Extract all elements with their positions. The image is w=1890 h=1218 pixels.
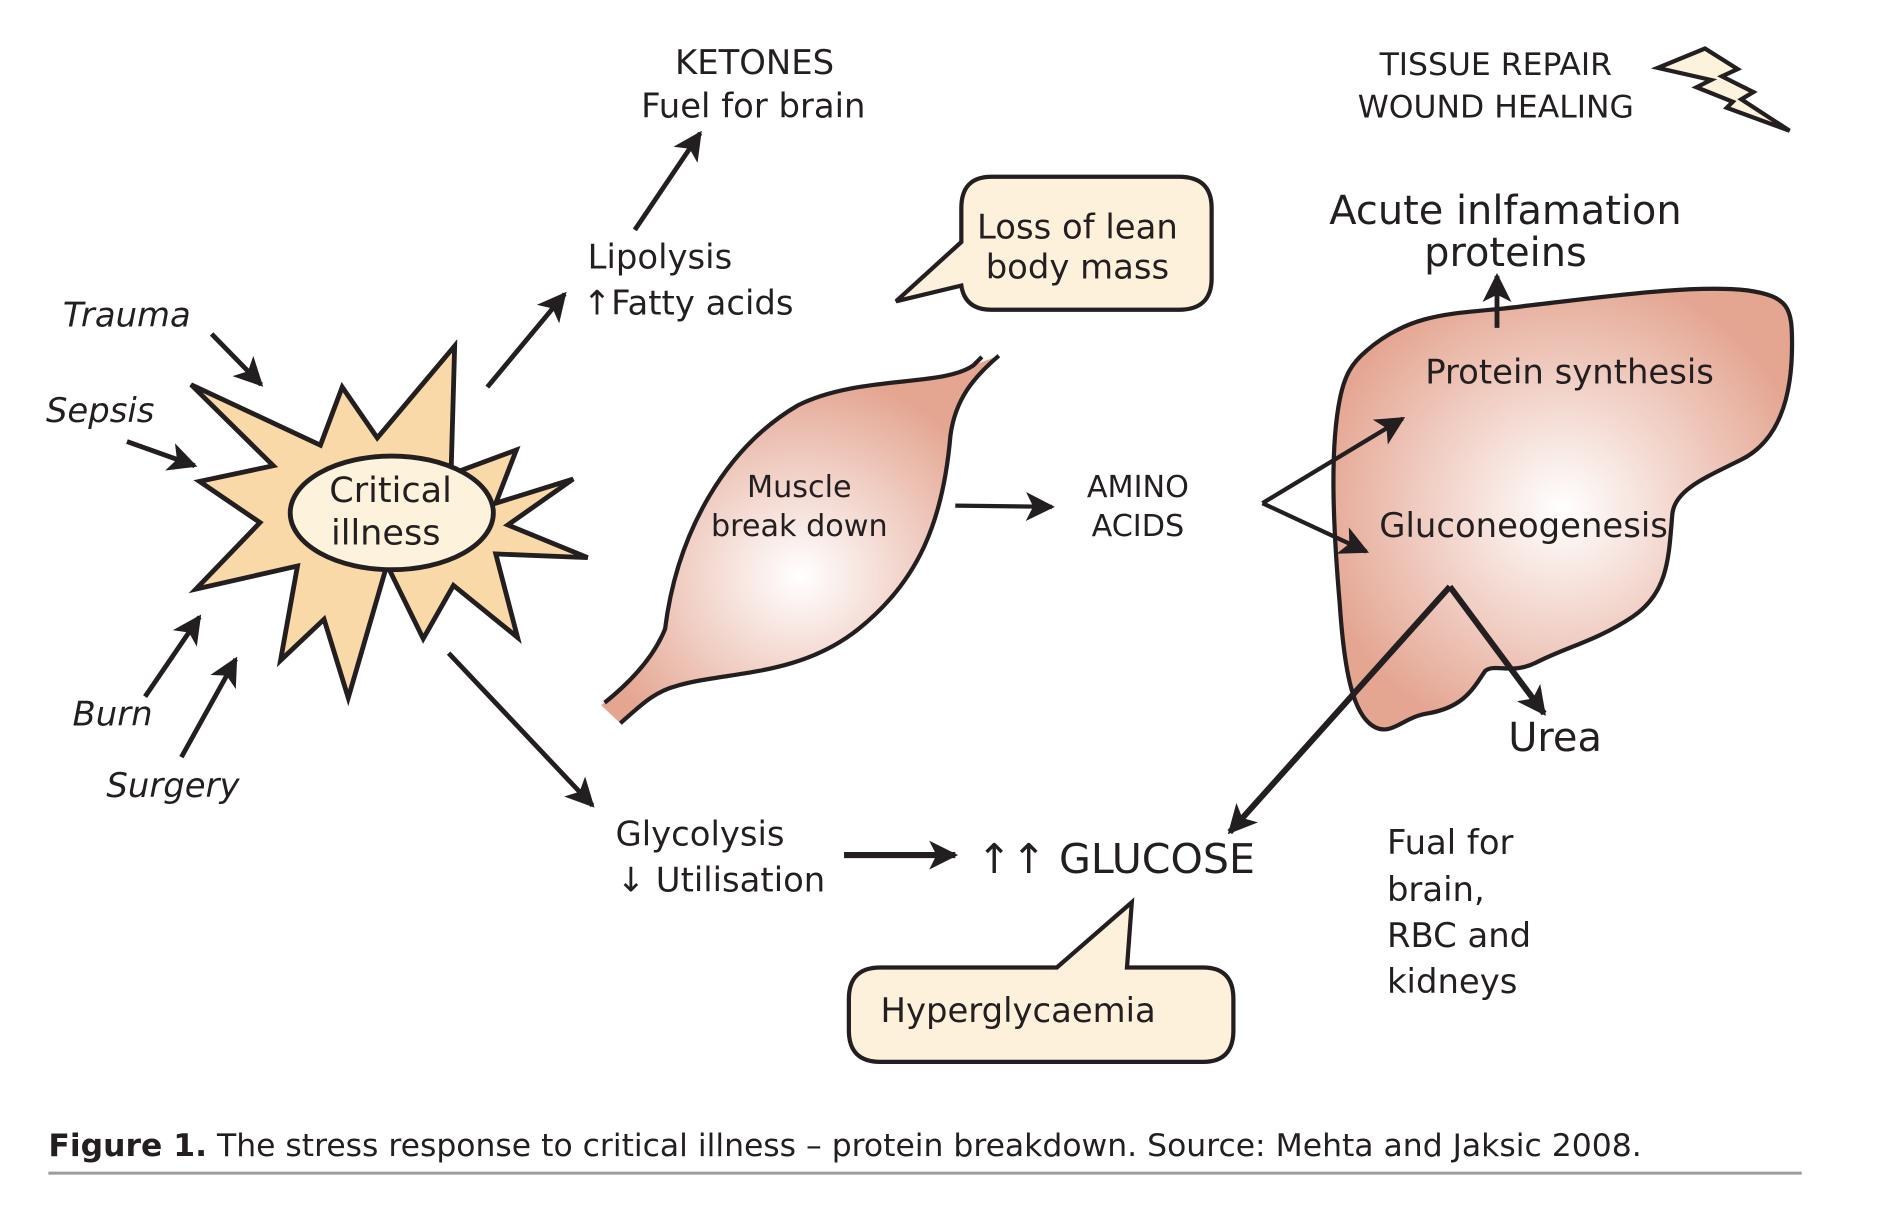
arrow-burn (143, 614, 202, 699)
callout-lean-line1: Loss of lean (977, 207, 1178, 246)
urea-label: Urea (1508, 715, 1602, 761)
callout-hyperglycaemia (846, 897, 1236, 1064)
protein-synthesis-label: Protein synthesis (1425, 352, 1714, 391)
center-line2: illness (331, 512, 441, 553)
tissue-repair-line2: WOUND HEALING (1358, 89, 1634, 125)
fuel-line1: Fual for (1387, 823, 1514, 862)
caption-text: The stress response to critical illness … (207, 1128, 1642, 1164)
arrow-to-lipolysis (485, 291, 567, 389)
muscle-outline-lower (618, 354, 1001, 725)
caption-label: Figure 1. (48, 1128, 207, 1164)
ketones-line1: KETONES (675, 43, 834, 82)
center-line1: Critical (329, 470, 452, 511)
lightning-icon (1650, 46, 1791, 133)
trigger-sepsis: Sepsis (46, 391, 154, 430)
trigger-burn: Burn (73, 695, 153, 734)
callout-hyperglycaemia-text: Hyperglycaemia (881, 991, 1156, 1030)
muscle-shape (600, 355, 999, 724)
fuel-line4: kidneys (1387, 962, 1517, 1001)
fuel-line2: brain, (1387, 870, 1485, 909)
arrow-to-urea (1447, 584, 1547, 716)
acute-line1: Acute inlfamation (1329, 188, 1681, 234)
fuel-line3: RBC and (1387, 916, 1531, 955)
gluconeogenesis-label: Gluconeogenesis (1379, 506, 1668, 545)
amino-line1: AMINO (1087, 470, 1189, 505)
arrow-to-ketones (632, 130, 703, 232)
amino-line2: ACIDS (1092, 509, 1185, 544)
glucose-label: ↑↑ GLUCOSE (977, 835, 1255, 883)
arrow-amino-to-protein (1261, 416, 1406, 506)
critical-illness-ellipse (287, 453, 496, 573)
arrow-sepsis (126, 439, 198, 471)
arrow-to-amino (955, 491, 1055, 522)
callout-lean-body-mass (894, 174, 1214, 312)
ketones-line2: Fuel for brain (641, 86, 865, 125)
trigger-trauma: Trauma (63, 296, 191, 335)
arrow-to-glycolysis (446, 651, 595, 808)
muscle-line2: break down (711, 509, 888, 544)
glycolysis-line2: ↓ Utilisation (617, 860, 826, 899)
lipolysis-line1: Lipolysis (588, 238, 733, 277)
arrow-surgery (179, 656, 238, 759)
arrow-to-glucose-from-liver (1227, 584, 1453, 835)
tissue-repair-line1: TISSUE REPAIR (1379, 47, 1612, 83)
arrow-trauma (209, 332, 264, 387)
callout-lean-line2: body mass (986, 247, 1169, 286)
trigger-surgery: Surgery (106, 766, 240, 805)
muscle-outline-upper (603, 355, 984, 705)
liver-shape (1331, 286, 1795, 732)
figure-caption: Figure 1. The stress response to critica… (48, 1128, 1641, 1164)
acute-line2: proteins (1424, 230, 1587, 276)
lipolysis-line2: ↑Fatty acids (583, 284, 794, 323)
glycolysis-line1: Glycolysis (615, 814, 784, 853)
arrow-amino-to-gluconeo (1261, 501, 1370, 554)
muscle-line1: Muscle (747, 470, 852, 505)
